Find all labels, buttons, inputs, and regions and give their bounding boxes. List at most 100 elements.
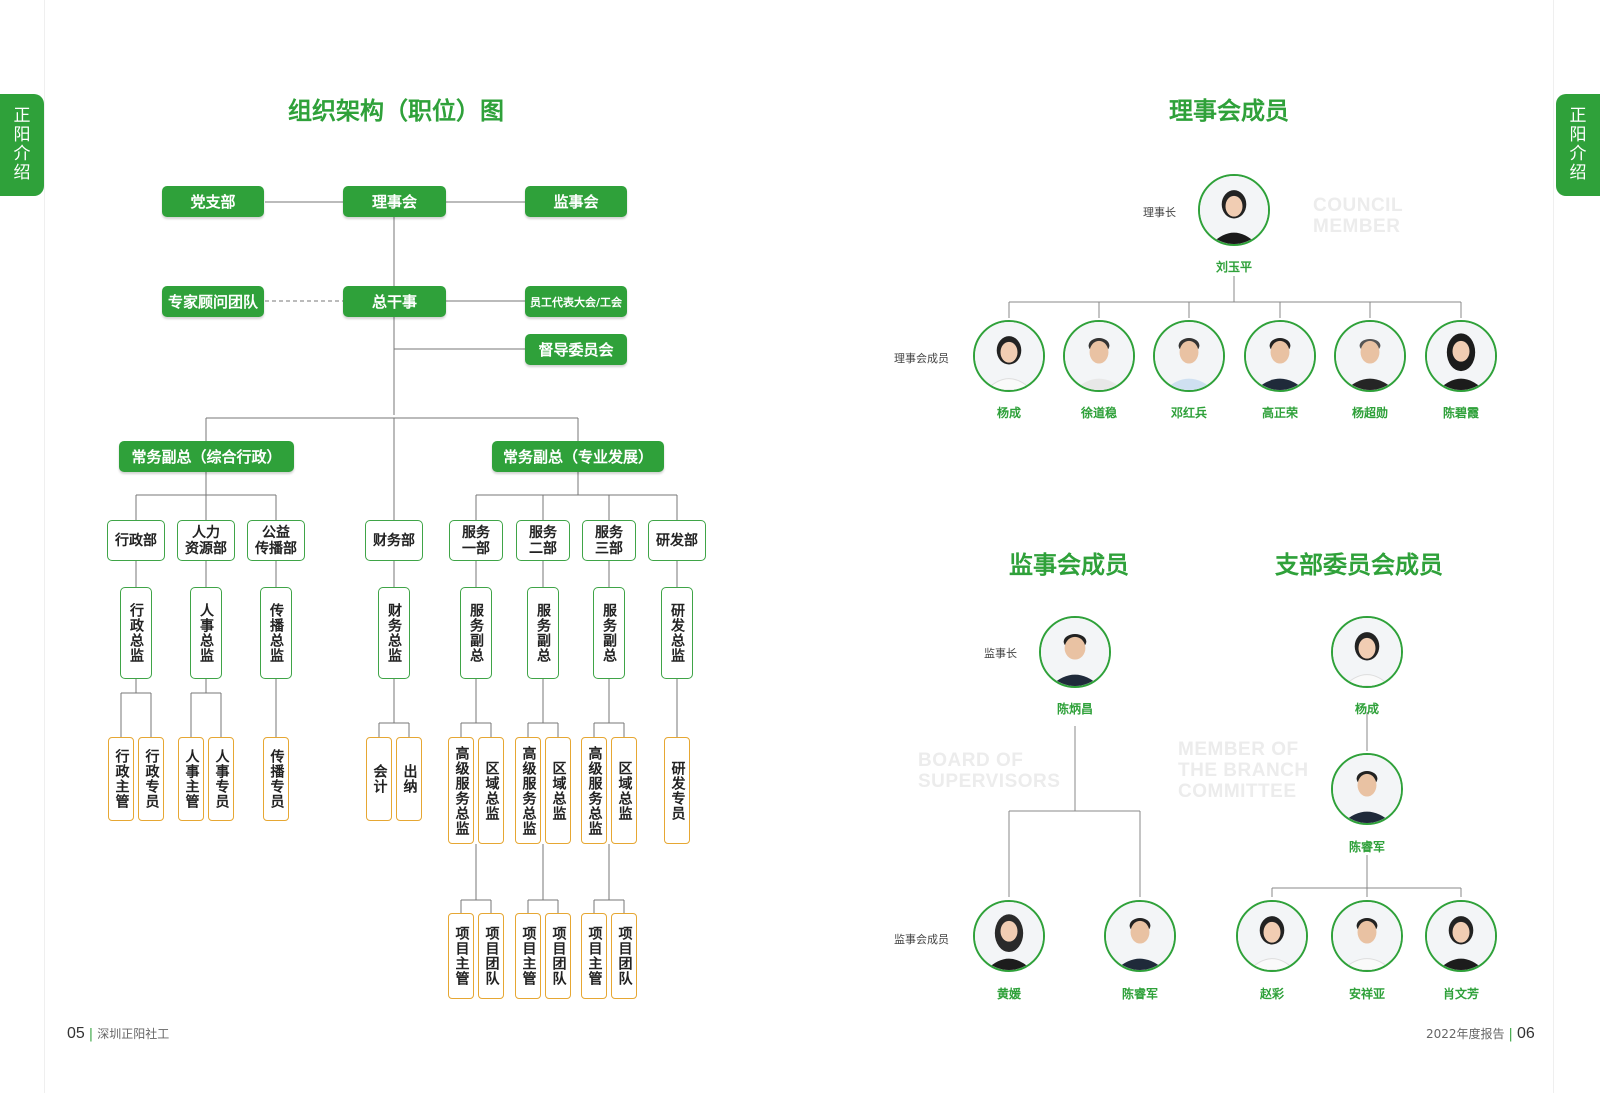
person-avatar-icon xyxy=(1336,322,1404,390)
branch-member-name: 肖文芳 xyxy=(1442,987,1479,1001)
footer-right: 2022年度报告 | 06 xyxy=(1426,1025,1535,1043)
person-avatar-icon xyxy=(1065,322,1133,390)
staff-box: 区域总监 xyxy=(611,737,637,844)
council-box: 理事会 xyxy=(343,186,446,217)
staff-box: 区域总监 xyxy=(478,737,504,844)
council-member-name: 徐道稳 xyxy=(1080,406,1117,420)
staff-box: 行政主管 xyxy=(108,737,134,821)
footer-divider: | xyxy=(88,1027,94,1042)
staff-box: 行政专员 xyxy=(138,737,164,821)
staff-box: 研发专员 xyxy=(664,737,690,844)
person-avatar-icon xyxy=(1333,618,1401,686)
person-avatar-icon xyxy=(1200,176,1268,244)
page-edge-left xyxy=(44,0,45,1093)
supervisors-title: 监事会成员 xyxy=(1009,551,1129,579)
dept-box: 服务 一部 xyxy=(449,520,503,561)
page-edge-right xyxy=(1553,0,1554,1093)
director-box: 研发总监 xyxy=(661,587,693,679)
page-number-left: 05 xyxy=(67,1025,85,1042)
branch-watermark: MEMBER OF THE BRANCH COMMITTEE xyxy=(1178,739,1309,802)
council-member-name: 高正荣 xyxy=(1261,406,1298,420)
org-chart-title: 组织架构（职位）图 xyxy=(288,97,504,125)
section-tab-left[interactable]: 正阳 介绍 xyxy=(0,94,44,196)
avatar xyxy=(1063,320,1135,392)
dept-box: 财务部 xyxy=(365,520,423,561)
council-member-name: 杨超勋 xyxy=(1351,406,1388,420)
branch-deputy-name: 陈睿军 xyxy=(1348,840,1385,854)
vp-admin-box: 常务副总（综合行政） xyxy=(119,441,294,472)
report-name: 2022年度报告 xyxy=(1426,1027,1505,1041)
council-member-name: 陈碧霞 xyxy=(1442,406,1479,420)
steering-committee-box: 督导委员会 xyxy=(525,334,627,365)
avatar xyxy=(1153,320,1225,392)
director-box: 服务副总 xyxy=(527,587,559,679)
branch-secretary-name: 杨成 xyxy=(1354,702,1379,716)
project-box: 项目团队 xyxy=(545,913,571,999)
section-tab-right[interactable]: 正阳 介绍 xyxy=(1556,94,1600,196)
staff-congress-box: 员工代表大会/工会 xyxy=(525,286,627,317)
supervisors-member-name: 陈睿军 xyxy=(1121,987,1158,1001)
vp-pro-box: 常务副总（专业发展） xyxy=(492,441,664,472)
general-manager-box: 总干事 xyxy=(343,286,446,317)
avatar xyxy=(1039,616,1111,688)
dept-box: 行政部 xyxy=(107,520,165,561)
dept-box: 研发部 xyxy=(648,520,706,561)
council-chair-name: 刘玉平 xyxy=(1215,260,1252,274)
branch-member-name: 安祥亚 xyxy=(1348,987,1385,1001)
page-number-right: 06 xyxy=(1516,1025,1535,1042)
staff-box: 传播专员 xyxy=(263,737,289,821)
person-avatar-icon xyxy=(1106,902,1174,970)
avatar xyxy=(973,900,1045,972)
expert-team-box: 专家顾问团队 xyxy=(162,286,264,317)
supervisors-member-name: 黄媛 xyxy=(996,987,1021,1001)
director-box: 行政总监 xyxy=(120,587,152,679)
staff-box: 高级服务总监 xyxy=(581,737,607,844)
avatar xyxy=(1425,320,1497,392)
avatar xyxy=(1104,900,1176,972)
supervisors-members-role: 监事会成员 xyxy=(894,933,949,946)
project-box: 项目主管 xyxy=(515,913,541,999)
avatar xyxy=(1331,900,1403,972)
dept-box: 公益 传播部 xyxy=(247,520,305,561)
person-avatar-icon xyxy=(1238,902,1306,970)
avatar xyxy=(1334,320,1406,392)
staff-box: 区域总监 xyxy=(545,737,571,844)
party-branch-box: 党支部 xyxy=(162,186,264,217)
avatar xyxy=(1198,174,1270,246)
council-watermark: COUNCIL MEMBER xyxy=(1313,195,1404,237)
staff-box: 出纳 xyxy=(396,737,422,821)
org-name: 深圳正阳社工 xyxy=(97,1027,170,1041)
supervisors-chair-name: 陈炳昌 xyxy=(1056,702,1093,716)
person-avatar-icon xyxy=(1041,618,1109,686)
avatar xyxy=(1331,616,1403,688)
avatar xyxy=(1236,900,1308,972)
council-members-role: 理事会成员 xyxy=(894,352,949,365)
person-avatar-icon xyxy=(975,322,1043,390)
project-box: 项目团队 xyxy=(611,913,637,999)
project-box: 项目主管 xyxy=(448,913,474,999)
person-avatar-icon xyxy=(1427,902,1495,970)
person-avatar-icon xyxy=(1246,322,1314,390)
footer-divider: | xyxy=(1508,1027,1513,1042)
project-box: 项目主管 xyxy=(581,913,607,999)
person-avatar-icon xyxy=(1427,322,1495,390)
director-box: 人事总监 xyxy=(190,587,222,679)
project-box: 项目团队 xyxy=(478,913,504,999)
avatar xyxy=(1331,753,1403,825)
staff-box: 高级服务总监 xyxy=(448,737,474,844)
council-member-name: 邓红兵 xyxy=(1170,406,1207,420)
footer-left: 05 | 深圳正阳社工 xyxy=(67,1025,169,1043)
dept-box: 服务 三部 xyxy=(582,520,636,561)
council-chair-role: 理事长 xyxy=(1143,206,1176,219)
avatar xyxy=(1425,900,1497,972)
avatar xyxy=(1244,320,1316,392)
staff-box: 人事主管 xyxy=(178,737,204,821)
dept-box: 人力 资源部 xyxy=(177,520,235,561)
director-box: 传播总监 xyxy=(260,587,292,679)
council-member-name: 杨成 xyxy=(996,406,1021,420)
person-avatar-icon xyxy=(1333,755,1401,823)
staff-box: 会计 xyxy=(366,737,392,821)
supervisors-chair-role: 监事长 xyxy=(984,647,1017,660)
person-avatar-icon xyxy=(1333,902,1401,970)
